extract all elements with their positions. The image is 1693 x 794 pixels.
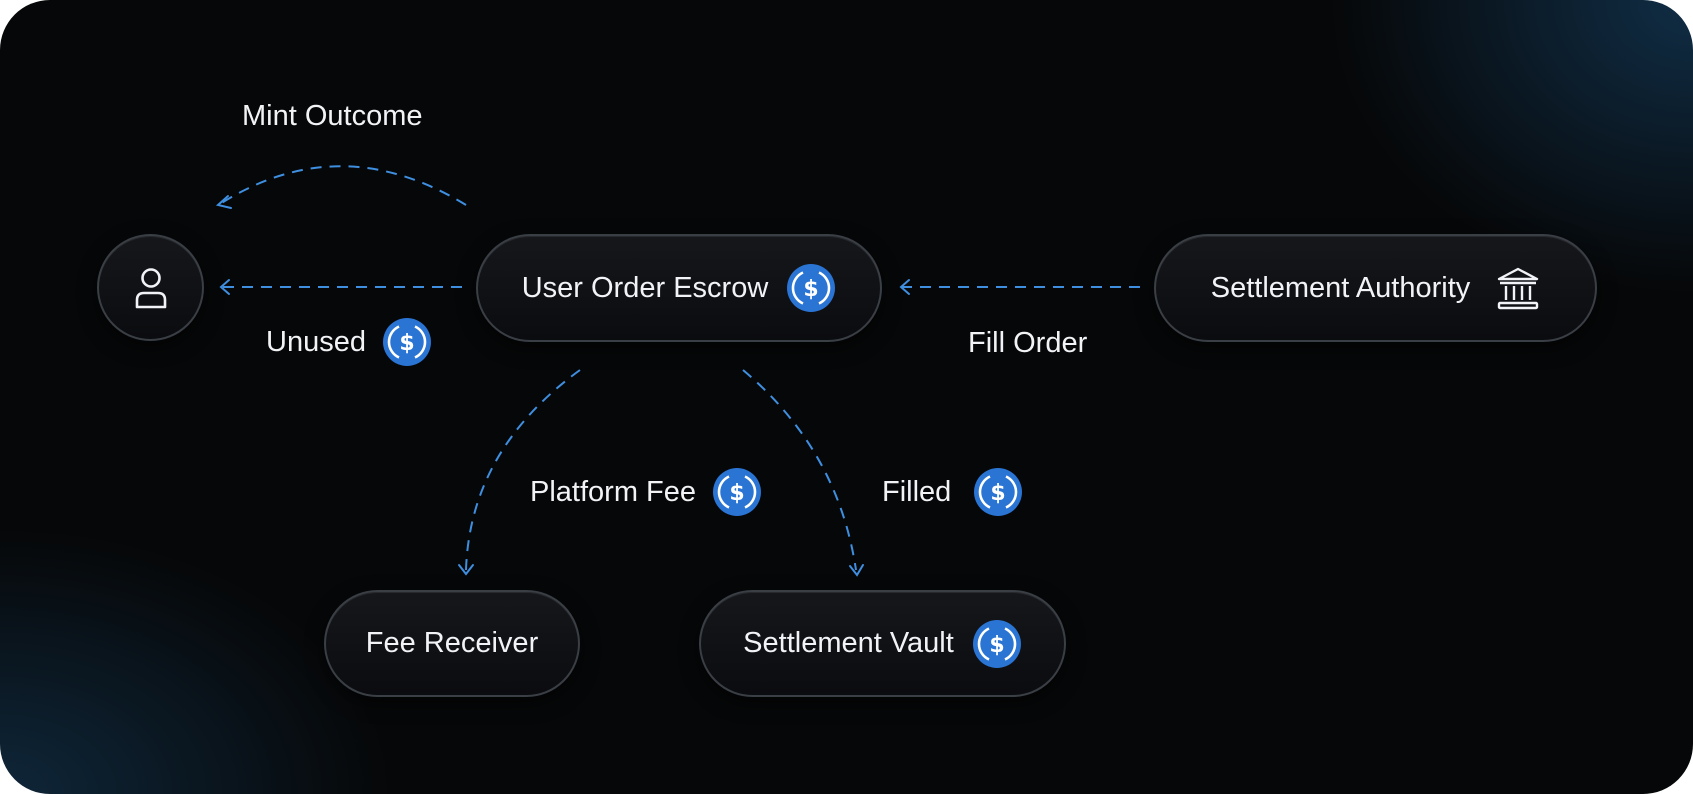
settlement-authority-node: Settlement Authority [1154, 234, 1597, 342]
platform-fee-label: Platform Fee $ [530, 467, 762, 517]
arrowhead-mint-outcome [215, 195, 232, 209]
settlement-vault-node: Settlement Vault $ [699, 590, 1066, 697]
dollar-coin-icon: $ [713, 468, 761, 516]
arrowhead-platform-fee [458, 564, 474, 576]
settlement-vault-label: Settlement Vault [743, 627, 954, 659]
dollar-coin-icon: $ [787, 264, 836, 312]
user-order-escrow-label: User Order Escrow [521, 271, 769, 304]
user-order-escrow-node: User Order Escrow $ [476, 234, 882, 342]
svg-text:$: $ [399, 331, 414, 356]
dollar-coin-icon: $ [972, 619, 1021, 668]
filled-text: Filled [882, 475, 952, 508]
bank-building-icon [1498, 267, 1539, 310]
dollar-coin-icon: $ [974, 468, 1023, 516]
dollar-coin-icon: $ [382, 318, 431, 366]
user-icon [135, 267, 166, 308]
svg-text:$: $ [804, 277, 819, 302]
svg-text:$: $ [991, 481, 1006, 506]
arrow-filled [742, 369, 857, 571]
arrowhead-filled [849, 564, 864, 577]
arrowhead-fill-order [899, 279, 910, 295]
arrow-platform-fee [465, 369, 581, 571]
fill-order-label: Fill Order [968, 327, 1087, 360]
svg-text:$: $ [989, 633, 1004, 658]
mint-outcome-text: Mint Outcome [242, 100, 423, 132]
fill-order-text: Fill Order [968, 327, 1088, 359]
arrowhead-unused [219, 279, 230, 295]
unused-label: Unused $ [266, 317, 432, 367]
arrow-mint-outcome [219, 165, 467, 206]
user-node [97, 234, 204, 341]
settlement-authority-label: Settlement Authority [1210, 271, 1471, 304]
fee-receiver-label: Fee Receiver [365, 627, 539, 659]
platform-fee-text: Platform Fee [530, 475, 696, 508]
svg-text:$: $ [729, 481, 744, 506]
fee-receiver-node: Fee Receiver [324, 590, 580, 697]
filled-label: Filled $ [882, 467, 1023, 517]
mint-outcome-label: Mint Outcome [242, 100, 423, 133]
unused-text: Unused [266, 325, 366, 358]
